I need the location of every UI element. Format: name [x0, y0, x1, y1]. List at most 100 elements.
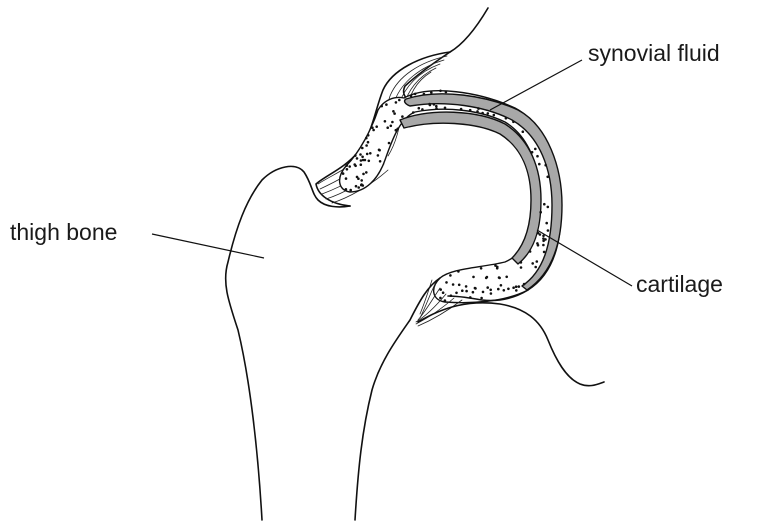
fluid-dot — [486, 286, 489, 289]
fluid-dot — [493, 114, 496, 117]
fluid-dot — [398, 99, 401, 102]
fluid-dot — [482, 291, 485, 294]
fluid-dot — [458, 284, 461, 287]
fluid-dot — [520, 261, 523, 264]
thigh-bone-leader — [152, 234, 264, 258]
fluid-dot — [546, 176, 549, 179]
femoral-neck-outline — [355, 278, 440, 520]
fluid-dot — [368, 160, 371, 163]
fluid-dot — [378, 149, 381, 152]
fluid-dot — [367, 141, 370, 144]
fluid-dot — [348, 165, 351, 168]
fluid-dot — [503, 289, 506, 292]
fluid-dot — [361, 147, 364, 150]
fluid-dot — [445, 281, 448, 284]
fluid-dot — [531, 262, 534, 265]
fluid-dot — [545, 222, 548, 225]
fluid-dot — [353, 163, 356, 166]
fluid-dot — [362, 173, 365, 176]
fluid-dot — [391, 121, 394, 124]
fluid-dot — [356, 176, 359, 179]
fluid-dot — [410, 95, 413, 98]
fluid-dot — [543, 203, 546, 206]
fluid-dot — [372, 129, 375, 132]
synovial-fluid-leader — [490, 60, 582, 110]
fluid-dot — [355, 185, 358, 188]
fluid-dot — [520, 266, 523, 269]
fluid-dot — [537, 232, 540, 235]
fluid-dot — [457, 270, 460, 273]
fluid-dot — [439, 90, 442, 93]
fluid-dot — [538, 163, 541, 166]
fluid-dot — [529, 250, 532, 253]
fluid-dot — [449, 274, 452, 277]
fluid-dot — [360, 183, 363, 186]
fluid-dot — [505, 276, 508, 279]
fluid-dot — [365, 171, 368, 174]
fluid-dot — [395, 129, 398, 132]
fluid-dot — [342, 172, 345, 175]
fluid-dot — [360, 179, 363, 182]
fluid-dot — [395, 101, 398, 104]
fluid-dot — [392, 110, 395, 113]
fluid-dot — [442, 291, 445, 294]
fluid-dot — [371, 126, 374, 129]
fluid-dot — [356, 157, 359, 160]
fluid-dot — [539, 211, 542, 214]
fluid-dot — [345, 188, 348, 191]
fluid-dot — [469, 109, 472, 112]
fluid-dot — [481, 112, 484, 115]
fluid-dot — [547, 229, 550, 232]
fluid-dot — [367, 134, 370, 137]
fluid-dot — [542, 244, 545, 247]
fluid-dot — [361, 156, 364, 159]
fluid-dot — [512, 286, 515, 289]
fluid-dot — [445, 91, 448, 94]
fluid-dot — [439, 297, 442, 300]
fluid-dot — [388, 142, 391, 145]
fluid-dot — [390, 125, 393, 128]
fluid-dot — [435, 105, 438, 108]
fluid-dot — [354, 154, 357, 157]
fluid-dot — [500, 284, 503, 287]
fluid-dot — [360, 159, 363, 162]
fluid-dot — [465, 285, 468, 288]
fluid-dot — [452, 283, 455, 286]
fluid-dot — [536, 155, 539, 158]
fluid-dot — [507, 288, 510, 291]
thigh-bone-label: thigh bone — [10, 219, 117, 245]
fluid-dot — [474, 287, 477, 290]
fluid-dot — [357, 186, 360, 189]
fluid-dot — [505, 117, 508, 120]
thigh-bone-outline — [226, 166, 350, 520]
fluid-dot — [418, 107, 421, 110]
fluid-dot — [421, 108, 424, 111]
fluid-dot — [480, 267, 483, 270]
fluid-dot — [472, 276, 475, 279]
fluid-dot — [380, 105, 383, 108]
fluid-dot — [412, 111, 415, 114]
fluid-dot — [401, 115, 404, 118]
fluid-dot — [547, 206, 550, 209]
fluid-dot — [512, 121, 515, 124]
fluid-dot — [345, 177, 348, 180]
fluid-dot — [531, 151, 534, 154]
fluid-dot — [455, 292, 458, 295]
fluid-dot — [369, 152, 372, 155]
fluid-dot — [472, 291, 475, 294]
fluid-dot — [385, 103, 388, 106]
fluid-dot — [465, 290, 468, 293]
fluid-dot — [366, 153, 369, 156]
fluid-dot — [433, 103, 436, 106]
fluid-dot — [359, 153, 362, 156]
fluid-dot — [497, 288, 500, 291]
fluid-dot — [435, 107, 438, 110]
fluid-dot — [377, 154, 380, 157]
fluid-dot — [346, 168, 349, 171]
pelvis-bottom-outline — [418, 303, 604, 386]
fluid-dot — [480, 297, 483, 300]
fluid-dot — [365, 144, 368, 147]
fluid-dot — [476, 110, 479, 113]
fluid-dot — [461, 289, 464, 292]
